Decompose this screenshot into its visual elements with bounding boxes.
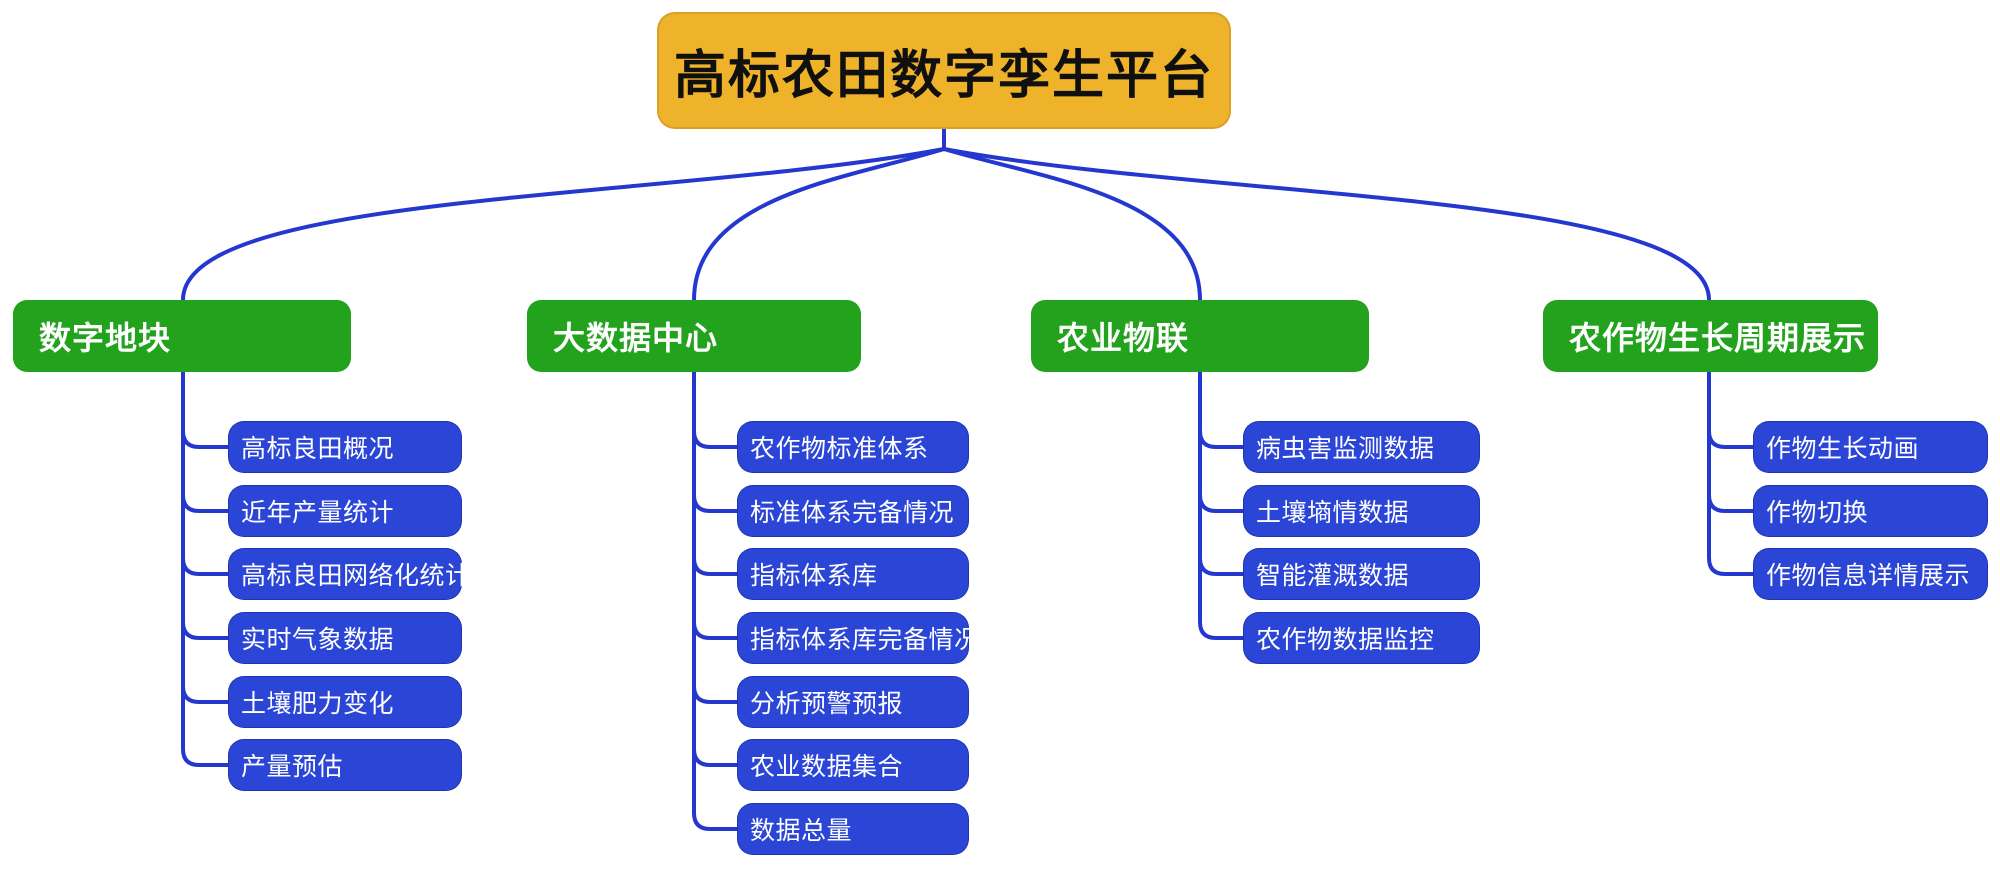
child-topic-4-3-label: 作物信息详情展示 — [1766, 562, 1971, 590]
connector-1-5 — [181, 684, 230, 704]
child-topic-1-3[interactable]: 高标良田网络化统计 — [228, 548, 470, 600]
child-topic-1-1[interactable]: 高标良田概况 — [228, 421, 462, 473]
connector-3-2 — [1198, 493, 1245, 513]
connector-2-1 — [692, 429, 739, 449]
branch-topic-2-label: 大数据中心 — [553, 320, 719, 356]
child-topic-3-3-label: 智能灌溉数据 — [1256, 562, 1410, 590]
connector-2-2 — [692, 493, 739, 513]
child-topic-2-6-label: 农业数据集合 — [750, 753, 904, 781]
connector-1-4 — [181, 620, 230, 640]
branch-topic-3-label: 农业物联 — [1057, 320, 1190, 356]
child-topic-3-1-label: 病虫害监测数据 — [1256, 435, 1435, 463]
child-topic-3-4[interactable]: 农作物数据监控 — [1243, 612, 1480, 664]
connector-4-2 — [1707, 493, 1755, 513]
child-topic-1-6[interactable]: 产量预估 — [228, 739, 462, 791]
connector-root-branch-4 — [942, 147, 1711, 302]
child-topic-2-6[interactable]: 农业数据集合 — [737, 739, 969, 791]
child-topic-2-3[interactable]: 指标体系库 — [737, 548, 969, 600]
child-topic-3-1[interactable]: 病虫害监测数据 — [1243, 421, 1480, 473]
child-topic-2-2[interactable]: 标准体系完备情况 — [737, 485, 969, 537]
root-topic[interactable]: 高标农田数字孪生平台 — [657, 12, 1231, 129]
branch-topic-4-label: 农作物生长周期展示 — [1569, 320, 1867, 356]
connector-2-5 — [692, 684, 739, 704]
branch-topic-4[interactable]: 农作物生长周期展示 — [1543, 300, 1878, 372]
connector-2-4 — [692, 620, 739, 640]
connector-3-1 — [1198, 429, 1245, 449]
connector-1-1 — [181, 429, 230, 449]
child-topic-2-5[interactable]: 分析预警预报 — [737, 676, 969, 728]
branch-topic-1-label: 数字地块 — [39, 320, 172, 356]
child-topic-1-4[interactable]: 实时气象数据 — [228, 612, 462, 664]
child-topic-2-4[interactable]: 指标体系库完备情况 — [737, 612, 979, 664]
child-topic-1-4-label: 实时气象数据 — [241, 626, 395, 654]
child-topic-2-4-label: 指标体系库完备情况 — [750, 626, 980, 654]
connector-trunk-3 — [1198, 370, 1245, 640]
child-topic-2-1-label: 农作物标准体系 — [750, 435, 929, 463]
branch-topic-2[interactable]: 大数据中心 — [527, 300, 861, 372]
connector-2-3 — [692, 556, 739, 576]
child-topic-1-5[interactable]: 土壤肥力变化 — [228, 676, 462, 728]
child-topic-2-2-label: 标准体系完备情况 — [750, 499, 955, 527]
connector-root-branch-2 — [692, 147, 946, 302]
connector-3-3 — [1198, 556, 1245, 576]
child-topic-2-1[interactable]: 农作物标准体系 — [737, 421, 969, 473]
child-topic-2-7-label: 数据总量 — [750, 817, 853, 845]
branch-topic-3[interactable]: 农业物联 — [1031, 300, 1369, 372]
connector-trunk-4 — [1707, 370, 1755, 576]
child-topic-1-1-label: 高标良田概况 — [241, 435, 395, 463]
child-topic-1-6-label: 产量预估 — [241, 753, 344, 781]
child-topic-4-3[interactable]: 作物信息详情展示 — [1753, 548, 1988, 600]
connector-2-6 — [692, 747, 739, 767]
child-topic-3-4-label: 农作物数据监控 — [1256, 626, 1435, 654]
child-topic-4-2[interactable]: 作物切换 — [1753, 485, 1988, 537]
child-topic-3-2[interactable]: 土壤墒情数据 — [1243, 485, 1480, 537]
connector-trunk-2 — [692, 370, 739, 831]
child-topic-3-3[interactable]: 智能灌溉数据 — [1243, 548, 1480, 600]
child-topic-3-2-label: 土壤墒情数据 — [1256, 499, 1410, 527]
child-topic-1-2[interactable]: 近年产量统计 — [228, 485, 462, 537]
connector-4-1 — [1707, 429, 1755, 449]
child-topic-1-3-label: 高标良田网络化统计 — [241, 562, 471, 590]
child-topic-2-7[interactable]: 数据总量 — [737, 803, 969, 855]
branch-topic-1[interactable]: 数字地块 — [13, 300, 351, 372]
child-topic-4-1-label: 作物生长动画 — [1766, 435, 1920, 463]
child-topic-1-2-label: 近年产量统计 — [241, 499, 395, 527]
root-topic-label: 高标农田数字孪生平台 — [673, 47, 1214, 105]
connector-root-branch-1 — [181, 147, 946, 302]
connector-trunk-1 — [181, 370, 230, 767]
child-topic-1-5-label: 土壤肥力变化 — [241, 690, 395, 718]
connector-root-branch-3 — [942, 147, 1202, 302]
connector-1-3 — [181, 556, 230, 576]
child-topic-4-2-label: 作物切换 — [1766, 499, 1869, 527]
child-topic-2-3-label: 指标体系库 — [750, 562, 878, 590]
connector-1-2 — [181, 493, 230, 513]
child-topic-4-1[interactable]: 作物生长动画 — [1753, 421, 1988, 473]
child-topic-2-5-label: 分析预警预报 — [750, 690, 904, 718]
